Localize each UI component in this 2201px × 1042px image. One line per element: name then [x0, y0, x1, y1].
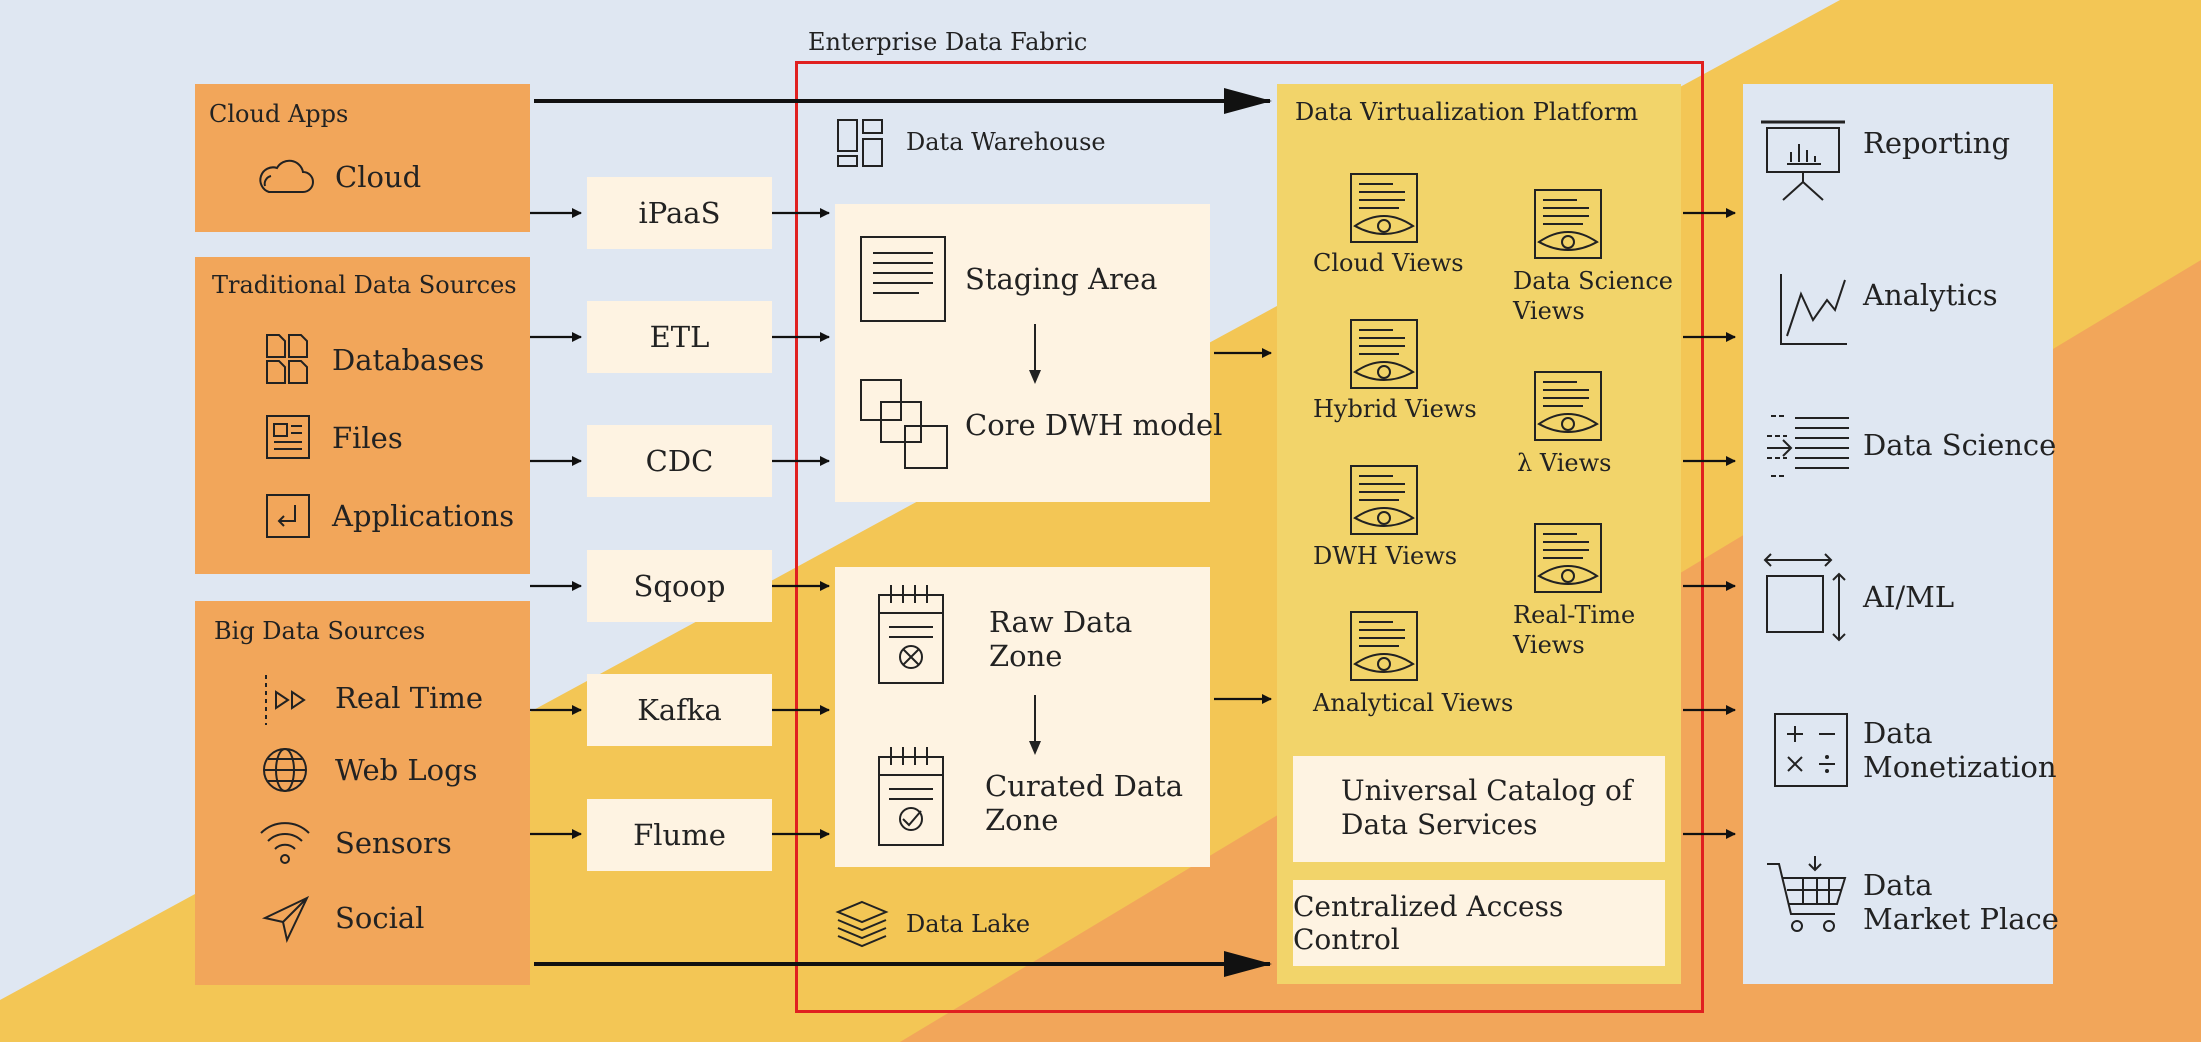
data-science-views-line2: Views	[1513, 297, 1585, 325]
send-icon	[261, 895, 310, 944]
data-lake-icon	[835, 900, 889, 948]
dwh-views-label: DWH Views	[1313, 542, 1458, 570]
big-data-sources-box: Big Data Sources Real Time Web Logs Sens…	[195, 601, 530, 985]
enterprise-data-fabric-frame	[795, 61, 1704, 1013]
ai-ml-icon	[1763, 553, 1846, 642]
line-chart-icon	[1780, 274, 1847, 345]
etl-box: ETL	[587, 301, 772, 373]
data-market-place-line1: Data	[1863, 868, 1933, 902]
core-dwh-model-icon	[860, 379, 948, 469]
cloud-label: Cloud	[335, 160, 422, 194]
globe-icon	[263, 748, 307, 792]
raw-data-zone-icon	[878, 585, 944, 684]
hybrid-views-icon	[1350, 319, 1418, 389]
flume-box: Flume	[587, 799, 772, 871]
warehouse-box: Staging Area Core DWH model	[835, 204, 1222, 502]
cdc-box: CDC	[587, 425, 772, 497]
fabric-title: Enterprise Data Fabric	[808, 28, 1088, 56]
raw-to-curated-arrow	[1029, 695, 1041, 755]
sensors-label: Sensors	[335, 826, 452, 860]
big-data-title: Big Data Sources	[214, 617, 426, 645]
lake-box: Raw Data Zone Curated Data Zone	[835, 567, 1210, 867]
real-time-views-line2: Views	[1513, 631, 1585, 659]
data-science-views-icon	[1534, 189, 1602, 259]
cloud-views-label: Cloud Views	[1313, 249, 1464, 277]
cloud-apps-title: Cloud Apps	[209, 100, 349, 128]
ipaas-box: iPaaS	[587, 177, 772, 249]
social-label: Social	[335, 901, 425, 935]
core-dwh-model-label: Core DWH model	[965, 408, 1223, 442]
hybrid-views-label: Hybrid Views	[1313, 395, 1477, 423]
databases-icon	[266, 334, 308, 384]
curated-data-zone-line2: Zone	[985, 803, 1059, 837]
data-monetization-line2: Monetization	[1863, 750, 2057, 784]
consumers-panel: Reporting Analytics Data Science AI/ML D…	[1743, 84, 2059, 984]
files-label: Files	[332, 421, 403, 455]
centralized-access-control-box: Centralized Access Control	[1293, 880, 1665, 966]
raw-data-zone-line1: Raw Data	[989, 605, 1133, 639]
lambda-views-icon	[1534, 371, 1602, 441]
calculator-icon	[1774, 713, 1848, 787]
ai-ml-label: AI/ML	[1863, 580, 1955, 614]
data-virtualization-platform-box: Data Virtualization Platform Cloud Views…	[1277, 84, 1681, 984]
data-warehouse-title: Data Warehouse	[906, 128, 1106, 156]
data-science-views-line1: Data Science	[1513, 267, 1673, 295]
databases-label: Databases	[332, 343, 485, 377]
analytical-views-icon	[1350, 611, 1418, 681]
staging-area-icon	[860, 236, 946, 322]
staging-to-core-arrow	[1029, 324, 1041, 384]
staging-area-label: Staging Area	[965, 262, 1158, 296]
traditional-title: Traditional Data Sources	[212, 271, 517, 299]
real-time-label: Real Time	[335, 681, 484, 715]
kafka-box: Kafka	[587, 674, 772, 746]
data-science-icon	[1767, 415, 1849, 477]
sensors-icon	[260, 822, 310, 864]
curated-data-zone-line1: Curated Data	[985, 769, 1184, 803]
analytical-views-label: Analytical Views	[1313, 689, 1514, 717]
reporting-label: Reporting	[1863, 126, 2011, 160]
cart-icon	[1767, 856, 1847, 932]
applications-icon	[266, 494, 310, 538]
data-science-label: Data Science	[1863, 428, 2057, 462]
analytics-label: Analytics	[1863, 278, 1998, 312]
traditional-data-sources-box: Traditional Data Sources Databases Files…	[195, 257, 530, 574]
curated-data-zone-icon	[878, 747, 944, 846]
virtualization-title: Data Virtualization Platform	[1295, 98, 1639, 126]
cloud-views-icon	[1350, 173, 1418, 243]
sqoop-box: Sqoop	[587, 550, 772, 622]
data-lake-title: Data Lake	[906, 910, 1031, 938]
real-time-views-icon	[1534, 523, 1602, 593]
files-icon	[266, 415, 310, 459]
data-market-place-line2: Market Place	[1863, 902, 2059, 936]
lambda-views-label: λ Views	[1517, 449, 1612, 477]
catalog-line2: Data Services	[1341, 808, 1538, 841]
catalog-line1: Universal Catalog of	[1341, 774, 1633, 807]
dwh-views-icon	[1350, 465, 1418, 535]
data-monetization-line1: Data	[1863, 716, 1933, 750]
cloud-apps-box: Cloud Apps Cloud	[195, 84, 530, 232]
cloud-icon	[259, 159, 314, 193]
data-warehouse-icon	[837, 119, 883, 167]
real-time-icon	[265, 675, 306, 725]
applications-label: Applications	[332, 499, 515, 533]
universal-catalog-box: Universal Catalog of Data Services	[1293, 756, 1665, 862]
web-logs-label: Web Logs	[335, 753, 478, 787]
real-time-views-line1: Real-Time	[1513, 601, 1636, 629]
raw-data-zone-line2: Zone	[989, 639, 1063, 673]
presentation-icon	[1761, 120, 1845, 201]
